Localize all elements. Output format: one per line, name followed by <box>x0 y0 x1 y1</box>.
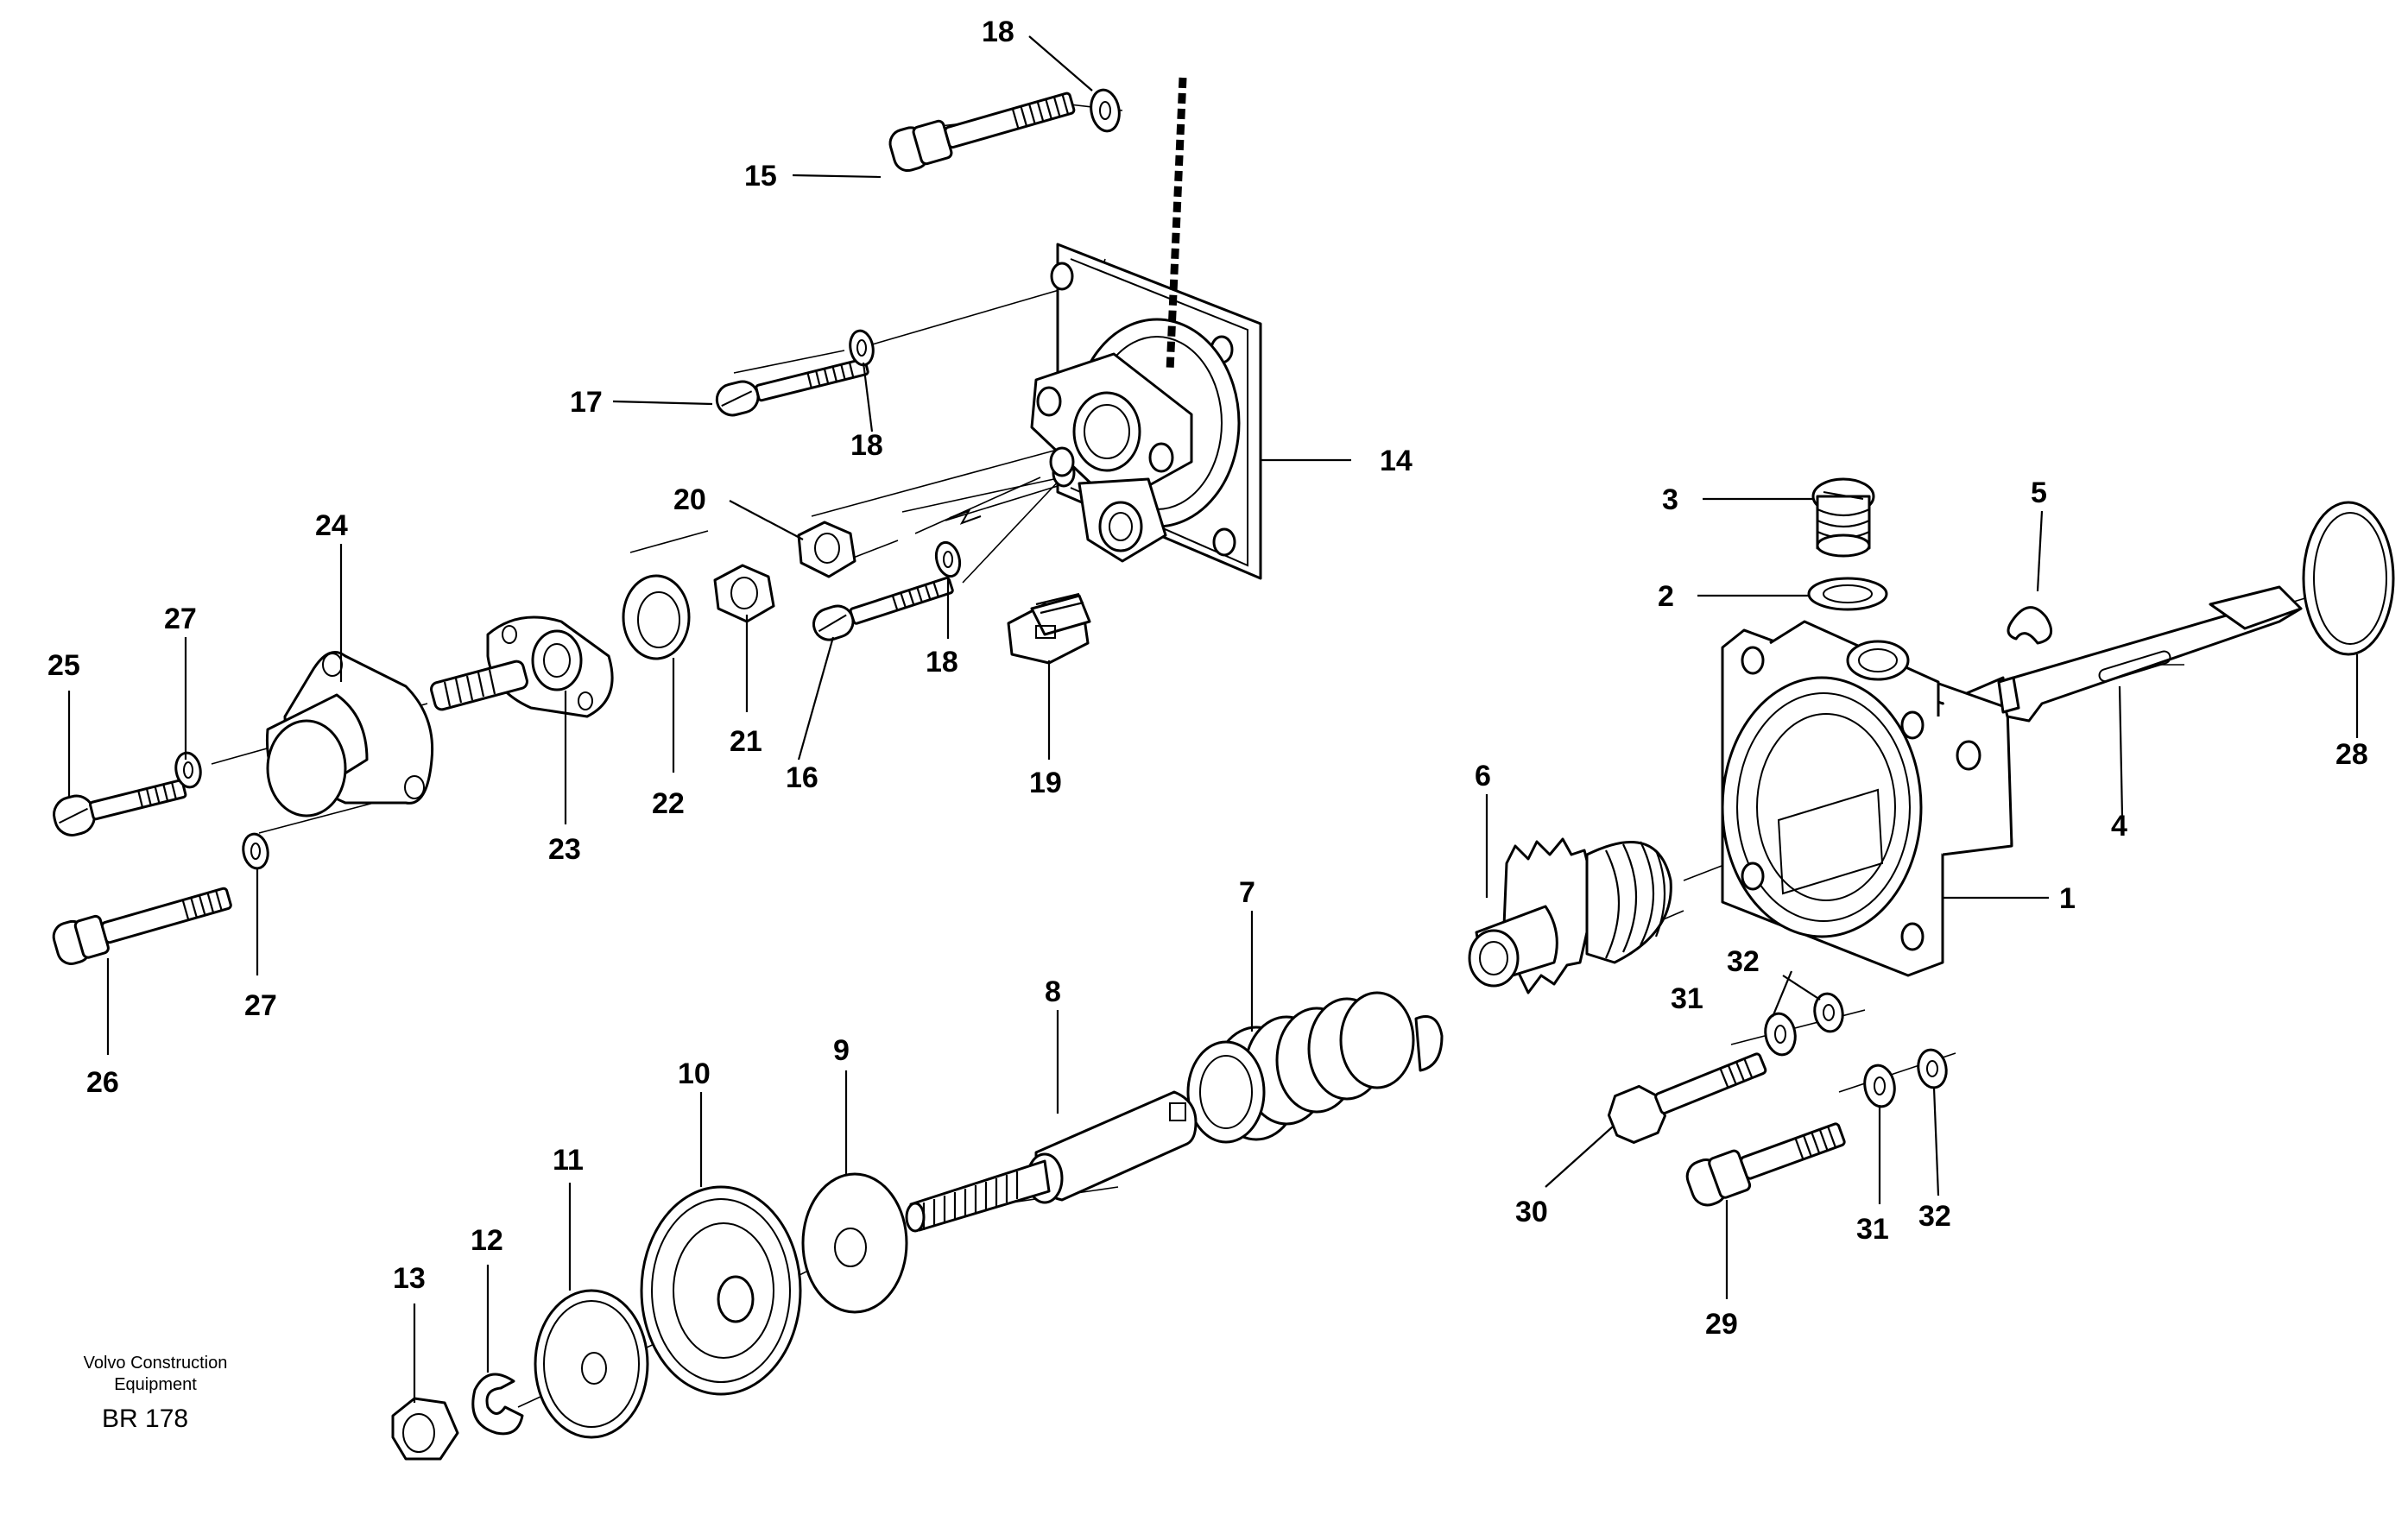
part-2-washer <box>1807 577 1888 611</box>
break-symbol <box>949 509 982 525</box>
part-25-screw <box>53 779 187 836</box>
part-19-plug <box>1007 592 1091 665</box>
part-15-bolt <box>888 92 1076 173</box>
part-28-ring <box>2302 501 2395 656</box>
part-21-nut <box>713 564 775 623</box>
callout-27-top: 27 <box>164 603 197 635</box>
callout-9: 9 <box>833 1034 850 1067</box>
part-1-housing <box>1721 620 2013 977</box>
callout-11: 11 <box>553 1144 584 1177</box>
callout-23: 23 <box>548 833 581 866</box>
part-31-washer-lower <box>1863 1064 1896 1108</box>
part-12-lock-washer <box>471 1373 524 1436</box>
credit-company: Volvo Construction <box>84 1354 228 1373</box>
part-8-shaft <box>905 1090 1198 1233</box>
assembly-guide-dashed <box>1166 77 1187 372</box>
part-32-washer-lower <box>1917 1048 1948 1089</box>
callout-15: 15 <box>744 160 777 193</box>
part-31-washer-upper <box>1764 1012 1797 1057</box>
callout-13: 13 <box>393 1262 426 1295</box>
callout-12: 12 <box>471 1224 503 1257</box>
callout-8: 8 <box>1045 975 1061 1008</box>
callout-17: 17 <box>570 386 603 419</box>
callout-32-low: 32 <box>1918 1200 1951 1233</box>
part-26-bolt <box>52 887 232 965</box>
callout-31-top: 31 <box>1671 982 1703 1015</box>
credit-block: Volvo Construction Equipment BR 178 <box>84 1354 228 1433</box>
part-23-adapter <box>430 615 614 718</box>
callout-28: 28 <box>2335 738 2368 771</box>
part-29-bolt <box>1685 1122 1846 1207</box>
part-13-nut <box>391 1397 459 1461</box>
part-24-cap <box>265 651 434 817</box>
callout-3: 3 <box>1662 483 1678 516</box>
callout-1: 1 <box>2059 882 2076 915</box>
callout-24: 24 <box>315 509 348 542</box>
part-18-washer-mid <box>849 329 875 367</box>
callout-2: 2 <box>1658 580 1674 613</box>
part-32-washer-upper <box>1813 992 1844 1033</box>
callout-25: 25 <box>47 649 80 682</box>
callout-18-low: 18 <box>926 646 958 679</box>
callout-31-low: 31 <box>1856 1213 1889 1246</box>
callout-6: 6 <box>1475 760 1491 792</box>
callout-22: 22 <box>652 787 685 820</box>
part-27-washer-lower <box>242 832 269 870</box>
callout-29: 29 <box>1705 1308 1738 1341</box>
callout-21: 21 <box>730 725 762 758</box>
part-16-screw <box>812 577 954 641</box>
callout-5: 5 <box>2031 477 2047 509</box>
credit-equipment: Equipment <box>114 1375 197 1394</box>
part-6-gear-bushing <box>1468 837 1672 994</box>
part-22-seal-ring <box>622 574 691 660</box>
part-20-nut <box>797 521 856 578</box>
callout-labels: 18 15 17 18 14 20 24 27 25 21 22 16 18 1… <box>47 16 2368 1341</box>
callout-18-top: 18 <box>982 16 1014 48</box>
callout-18-mid: 18 <box>850 429 883 462</box>
callout-14: 14 <box>1380 445 1413 477</box>
part-9-washer <box>801 1172 908 1314</box>
part-3-plug <box>1811 477 1875 558</box>
part-18-washer-lower <box>934 540 962 578</box>
callout-32-top: 32 <box>1727 945 1760 978</box>
leader-lines <box>67 35 2359 1403</box>
callout-27-low: 27 <box>244 989 277 1022</box>
callout-19: 19 <box>1029 767 1062 799</box>
callout-4: 4 <box>2111 810 2127 843</box>
callout-10: 10 <box>678 1057 711 1090</box>
part-5-clip <box>2007 606 2053 645</box>
drawing-reference: BR 178 <box>102 1405 188 1433</box>
callout-7: 7 <box>1239 876 1255 909</box>
callout-20: 20 <box>673 483 706 516</box>
callout-16: 16 <box>786 761 818 794</box>
part-10-disc <box>640 1185 802 1396</box>
callout-26: 26 <box>86 1066 119 1099</box>
part-11-washer <box>534 1289 649 1439</box>
callout-30: 30 <box>1515 1196 1548 1228</box>
part-17-screw <box>715 357 869 417</box>
part-7-spring <box>1186 991 1444 1144</box>
part-30-bolt <box>1607 1052 1767 1144</box>
part-4-lever <box>1997 585 2303 723</box>
part-18-washer-top <box>1090 88 1121 133</box>
part-14-cover-flange <box>1030 243 1262 580</box>
